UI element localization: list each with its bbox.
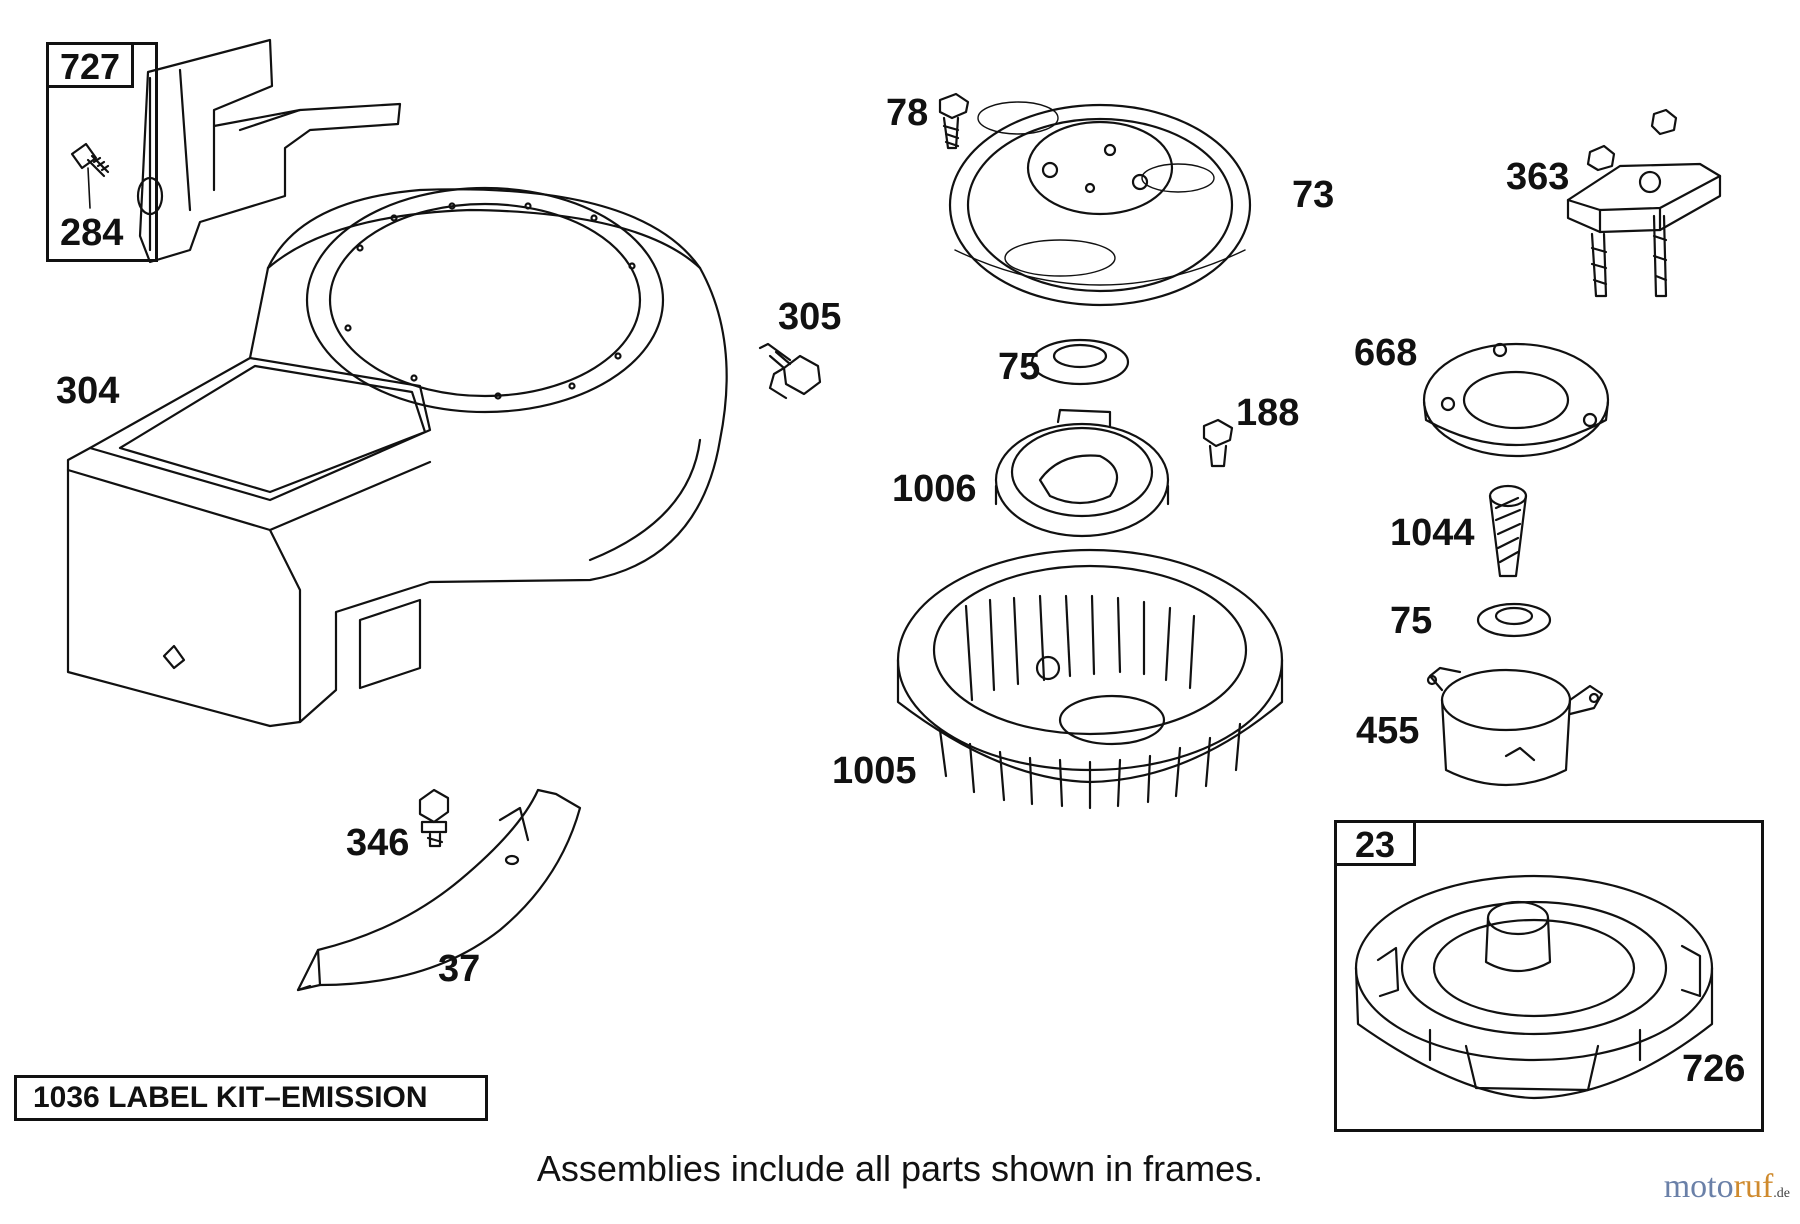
callout-73: 73 <box>1292 174 1335 216</box>
callout-668: 668 <box>1354 332 1418 374</box>
assembly-frame-23 <box>1334 820 1764 1132</box>
callout-1006: 1006 <box>892 468 977 510</box>
part-1005-flywheel <box>896 548 1284 810</box>
callout-75-upper: 75 <box>998 346 1041 388</box>
part-1044-screw <box>1488 484 1528 578</box>
callout-363: 363 <box>1506 156 1570 198</box>
part-668-plate <box>1422 342 1610 458</box>
part-304-blower-housing <box>66 186 728 728</box>
part-726-flywheel <box>1354 874 1714 1100</box>
callout-455: 455 <box>1356 710 1420 752</box>
callout-75-lower: 75 <box>1390 600 1433 642</box>
callout-346: 346 <box>346 822 410 864</box>
part-284-screw <box>70 142 110 209</box>
callout-304: 304 <box>56 370 120 412</box>
watermark-brand-a: moto <box>1663 1168 1734 1205</box>
callout-1005: 1005 <box>832 750 917 792</box>
part-1006-ratchet <box>994 408 1170 538</box>
part-78-bolt <box>938 92 970 150</box>
callout-1044: 1044 <box>1390 512 1475 554</box>
part-188-bolt <box>1202 418 1234 468</box>
watermark-logo: motoruf.de <box>1664 1168 1790 1206</box>
callout-188: 188 <box>1236 392 1300 434</box>
part-305-bolt <box>758 342 822 400</box>
watermark-suffix: .de <box>1773 1186 1790 1201</box>
part-363-bracket <box>1566 108 1722 298</box>
callout-284: 284 <box>60 212 124 254</box>
part-75-washer-upper <box>1030 338 1130 386</box>
label-kit-box: 1036 LABEL KIT–EMISSION <box>14 1075 488 1121</box>
assembly-tag-23: 23 <box>1334 820 1416 866</box>
assembly-tag-727: 727 <box>46 42 134 88</box>
part-73-screen <box>948 101 1252 307</box>
part-346-bolt <box>418 788 450 848</box>
callout-305: 305 <box>778 296 842 338</box>
callout-78: 78 <box>886 92 929 134</box>
callout-37: 37 <box>438 948 481 990</box>
part-455-cup <box>1426 666 1604 787</box>
watermark-brand-b: ruf <box>1733 1168 1774 1205</box>
part-727-bracket <box>136 38 402 264</box>
assemblies-footnote: Assemblies include all parts shown in fr… <box>536 1148 1264 1189</box>
part-75-washer-lower <box>1476 602 1552 638</box>
part-37-baffle <box>296 788 582 992</box>
callout-726: 726 <box>1682 1048 1746 1090</box>
